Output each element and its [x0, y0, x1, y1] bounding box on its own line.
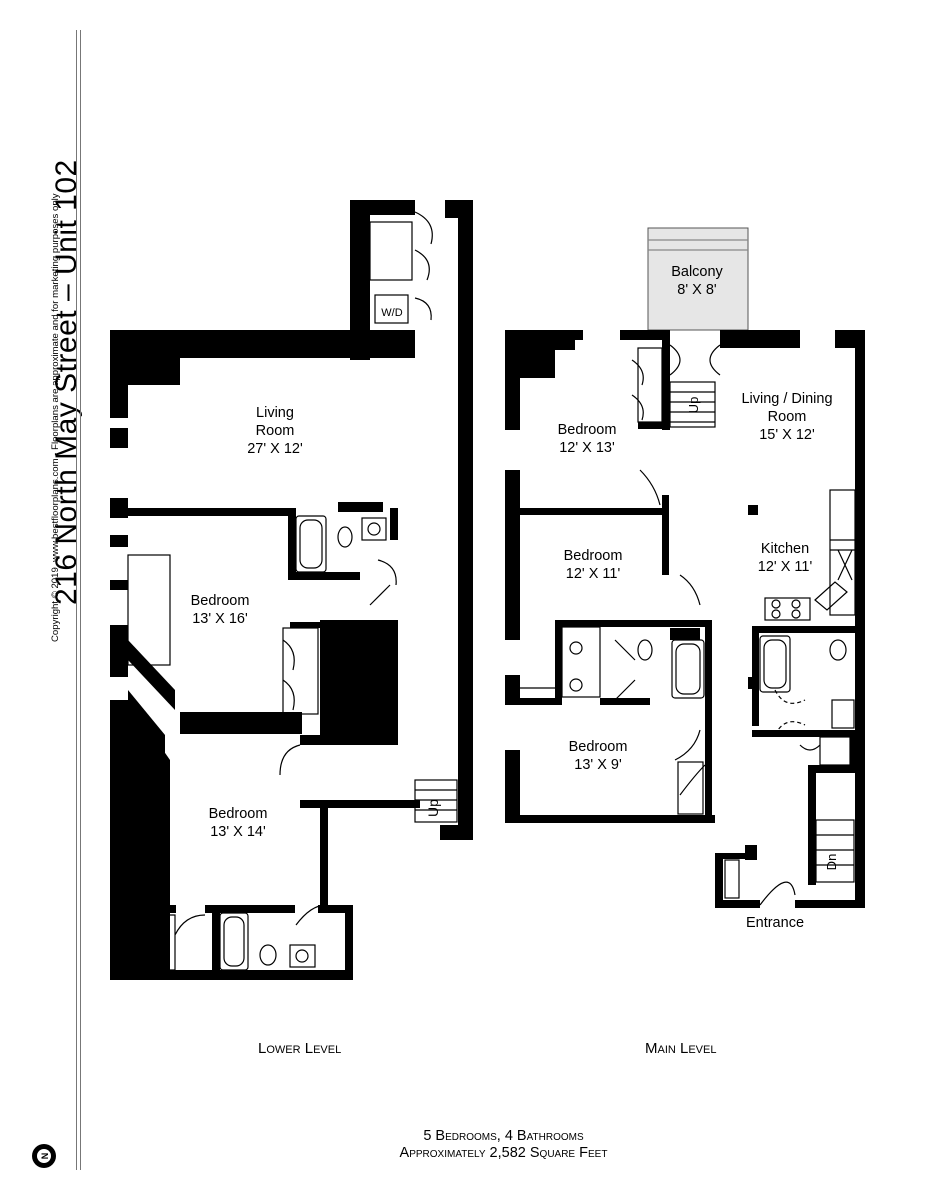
summary-footer: 5 Bedrooms, 4 Bathrooms Approximately 2,…: [40, 1128, 927, 1162]
room-name: Kitchen: [760, 541, 810, 557]
room-label-living-dining: Living / Dining Room 15' X 12': [722, 390, 852, 444]
summary-bed-bath: 5 Bedrooms, 4 Bathrooms: [423, 1128, 584, 1144]
sink: [361, 517, 387, 541]
room-label-balcony: Balcony 8' X 8': [637, 263, 757, 299]
room-size: 13' X 9': [574, 757, 622, 773]
wd-label: W/D: [381, 307, 402, 319]
room-size: 27' X 12': [247, 441, 303, 457]
room-label-bedroom: Bedroom 13' X 16': [160, 592, 280, 628]
lower-level-fixtures: [127, 211, 458, 971]
entrance-label: Entrance: [745, 915, 805, 931]
room-label-living-room: Living Room 27' X 12': [215, 404, 335, 458]
room-size: 13' X 14': [210, 824, 266, 840]
room-size: 12' X 11': [565, 566, 621, 582]
lower-level-plan: [110, 200, 473, 980]
main-level-plan: [505, 227, 865, 908]
room-name: Room: [767, 409, 807, 425]
room-name: Bedroom: [190, 593, 250, 609]
room-size: 12' X 13': [559, 440, 615, 456]
room-size: 8' X 8': [677, 282, 717, 298]
stairs-up-label: Up: [425, 799, 441, 817]
room-name: Bedroom: [557, 422, 617, 438]
room-label-bedroom: Bedroom 12' X 13': [527, 421, 647, 457]
room-label-bedroom: Bedroom 12' X 11': [533, 547, 653, 583]
room-name: Bedroom: [208, 806, 268, 822]
stairs-down-label: Dn: [824, 854, 839, 871]
room-size: 12' X 11': [757, 559, 813, 575]
room-name: Room: [255, 423, 295, 439]
main-stairs-up-label: Up: [686, 397, 701, 414]
compass-icon: N: [32, 1144, 56, 1168]
room-name: Bedroom: [563, 548, 623, 564]
room-size: 15' X 12': [759, 427, 815, 443]
main-level-caption: Main Level: [645, 1040, 717, 1057]
room-name: Living: [256, 405, 294, 421]
bathtub: [295, 515, 327, 573]
room-name: Living / Dining: [741, 391, 833, 407]
room-size: 13' X 16': [192, 611, 248, 627]
room-label-kitchen: Kitchen 12' X 11': [725, 540, 845, 576]
compass-letter: N: [40, 1153, 50, 1160]
toilet: [337, 526, 353, 548]
room-label-bedroom: Bedroom 13' X 14': [178, 805, 298, 841]
washer-dryer: [374, 294, 409, 324]
lower-level-caption: Lower Level: [258, 1040, 342, 1057]
summary-square-feet: Approximately 2,582 Square Feet: [399, 1145, 608, 1161]
main-level-fixtures: [520, 239, 856, 906]
room-name: Balcony: [671, 264, 723, 280]
room-label-bedroom: Bedroom 13' X 9': [538, 738, 658, 774]
room-name: Bedroom: [568, 739, 628, 755]
